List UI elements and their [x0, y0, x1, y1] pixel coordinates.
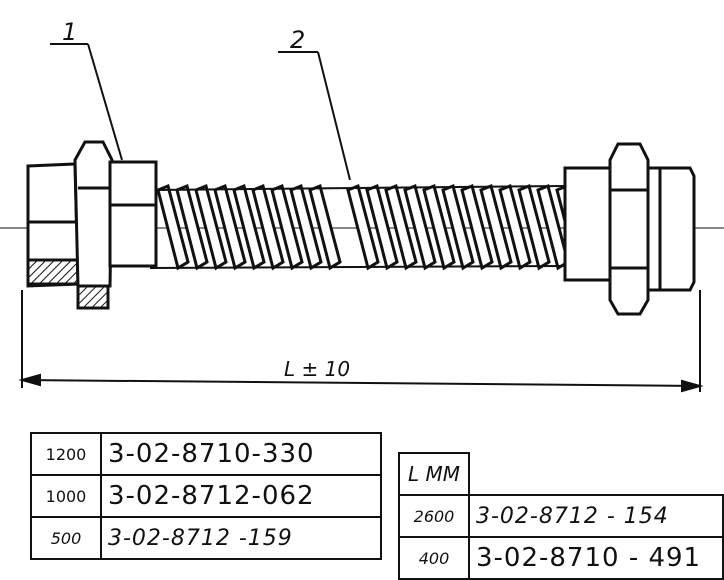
hose-coil	[175, 183, 209, 271]
parts-table-right: L MM 2600 3-02-8712 - 154 400 3-02-8710 …	[398, 452, 724, 580]
callout-2: 2	[290, 26, 305, 54]
table-row: 500 3-02-8712 -159	[30, 516, 382, 560]
table-row: 400 3-02-8710 - 491	[398, 536, 724, 580]
hose-assembly-drawing: 1 2 L ± 10	[0, 18, 724, 393]
hose-coil	[232, 183, 266, 271]
hose-coil	[213, 183, 247, 271]
hose-coil	[289, 183, 323, 271]
length-header: L MM	[398, 452, 470, 496]
length-cell: 400	[398, 536, 470, 580]
code-cell: 3-02-8710-330	[100, 432, 382, 476]
right-fitting	[563, 142, 696, 316]
dimension-line	[18, 290, 704, 393]
table-row: 2600 3-02-8712 - 154	[398, 494, 724, 538]
code-cell: 3-02-8712 -159	[100, 516, 382, 560]
corrugated-hose	[156, 183, 589, 271]
hose-coil	[194, 183, 228, 271]
left-fitting	[26, 140, 158, 310]
table-header-row: L MM	[398, 452, 723, 496]
hose-coil	[251, 183, 285, 271]
dimension-label: L ± 10	[284, 357, 350, 381]
code-cell: 3-02-8712-062	[100, 474, 382, 518]
code-cell: 3-02-8710 - 491	[468, 536, 724, 580]
parts-table-left: 1200 3-02-8710-330 1000 3-02-8712-062 50…	[30, 432, 382, 560]
header-spacer	[469, 453, 723, 495]
callout-1: 1	[62, 18, 77, 46]
table-row: 1000 3-02-8712-062	[30, 474, 382, 518]
hose-coil	[156, 183, 190, 271]
code-cell: 3-02-8712 - 154	[468, 494, 724, 538]
length-cell: 1000	[30, 474, 102, 518]
hose-bottom-edge	[149, 265, 566, 269]
callout-leaders	[50, 43, 351, 181]
table-row: 1200 3-02-8710-330	[30, 432, 382, 476]
hose-coil	[308, 183, 342, 271]
length-cell: 500	[30, 516, 102, 560]
length-cell: 1200	[30, 432, 102, 476]
hose-coil	[270, 183, 304, 271]
length-cell: 2600	[398, 494, 470, 538]
hose-top-edge	[154, 185, 566, 191]
